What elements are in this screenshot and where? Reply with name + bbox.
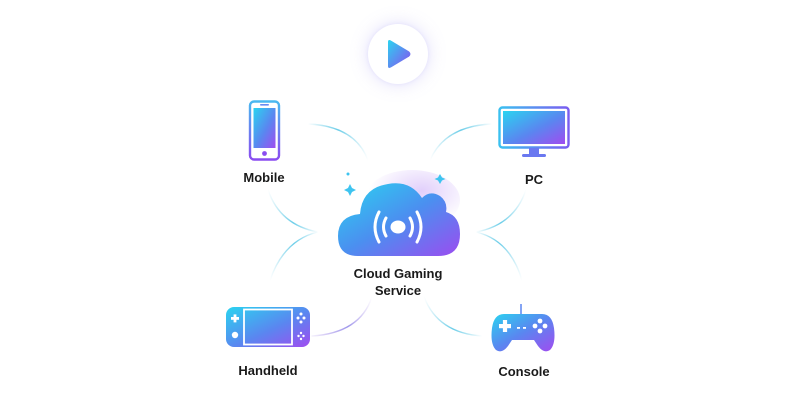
device-node-pc[interactable]	[498, 106, 570, 162]
device-label-console: Console	[498, 364, 550, 379]
handheld-console-icon	[226, 307, 310, 347]
cloud-service-node[interactable]	[334, 170, 464, 260]
cloud-service-label-line2: Service	[374, 283, 422, 298]
cloud-service-label-line1: Cloud Gaming	[353, 266, 443, 281]
device-label-pc: PC	[524, 172, 544, 187]
cloud-service-label: Cloud Gaming Service	[354, 265, 443, 299]
cloud-broadcast-icon	[338, 170, 460, 256]
device-node-console[interactable]	[490, 304, 556, 354]
gamepad-icon	[491, 304, 555, 352]
monitor-icon	[498, 106, 570, 157]
device-node-mobile[interactable]	[248, 100, 282, 162]
smartphone-icon	[248, 100, 281, 161]
play-button[interactable]	[368, 24, 428, 84]
device-node-handheld[interactable]	[225, 306, 311, 348]
device-label-handheld: Handheld	[238, 363, 298, 378]
device-label-mobile: Mobile	[243, 170, 285, 185]
play-icon	[388, 40, 411, 68]
